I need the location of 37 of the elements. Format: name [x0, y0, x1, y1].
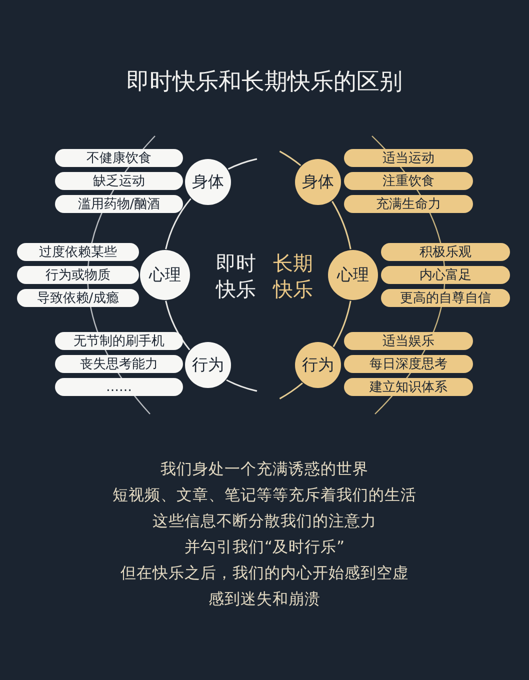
item-pill: 注重饮食: [344, 172, 473, 190]
heading-text: 即时快乐: [215, 250, 257, 302]
body-text: 短视频、文章、笔记等等充斥着我们的生活: [112, 484, 416, 506]
arc-connector: [332, 300, 352, 348]
category-circle: 身体: [185, 159, 231, 205]
item-pill: 过度依赖某些: [17, 243, 139, 261]
item-pill: 不健康饮食: [55, 149, 183, 167]
title: 即时快乐和长期快乐的区别: [126, 68, 404, 96]
item-pill: 缺乏运动: [55, 172, 183, 190]
item-pill: 导致依赖/成瘾: [17, 289, 139, 307]
body-text: 我们身处一个充满诱惑的世界: [160, 458, 368, 480]
item-pill: 充满生命力: [344, 195, 473, 213]
category-circle: 心理: [140, 250, 190, 300]
body-text: 感到迷失和崩溃: [208, 588, 320, 610]
category-circle: 行为: [185, 342, 231, 388]
arc-connector: [332, 200, 352, 250]
item-pill: 无节制的刷手机: [55, 332, 183, 350]
item-pill: 内心富足: [381, 266, 510, 284]
item-pill: 积极乐观: [381, 243, 510, 261]
item-pill: 适当娱乐: [344, 332, 473, 350]
arc-connector: [165, 198, 192, 250]
item-pill: 丧失思考能力: [55, 355, 183, 373]
heading-text: 长期快乐: [272, 250, 314, 302]
arc-connector: [165, 300, 190, 350]
item-pill: 更高的自尊自信: [381, 289, 510, 307]
item-pill: 行为或物质: [17, 266, 139, 284]
item-pill: 适当运动: [344, 149, 473, 167]
item-pill: ……: [55, 378, 183, 396]
body-text: 但在快乐之后，我们的内心开始感到空虚: [120, 562, 408, 584]
item-pill: 建立知识体系: [344, 378, 473, 396]
body-text: 这些信息不断分散我们的注意力: [152, 510, 376, 532]
item-pill: 每日深度思考: [344, 355, 473, 373]
category-circle: 行为: [295, 342, 341, 388]
category-circle: 身体: [295, 159, 341, 205]
item-pill: 滥用药物/酗酒: [55, 195, 183, 213]
body-text: 并勾引我们“及时行乐”: [184, 536, 345, 558]
category-circle: 心理: [328, 250, 378, 300]
